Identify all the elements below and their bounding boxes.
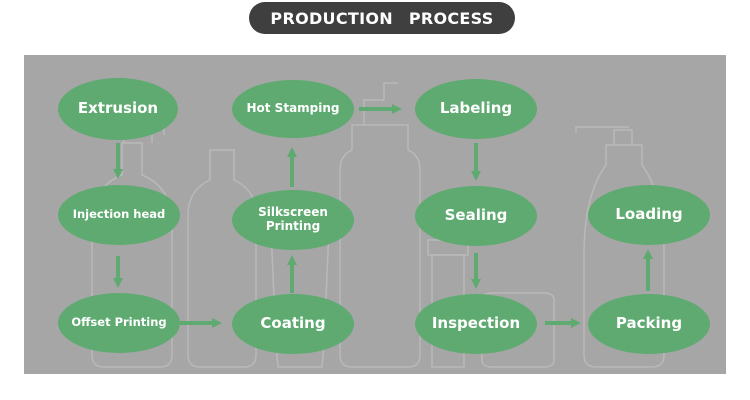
- process-panel: Extrusion Injection head Offset Printing…: [24, 55, 726, 374]
- flow-arrows: [113, 104, 653, 328]
- step-loading: Loading: [588, 185, 710, 245]
- step-inspection: Inspection: [415, 294, 537, 354]
- bottle-silhouettes-background: [91, 82, 665, 368]
- step-sealing: Sealing: [415, 186, 537, 246]
- page-title: PRODUCTION PROCESS: [249, 2, 515, 34]
- step-labeling: Labeling: [415, 79, 537, 139]
- step-extrusion: Extrusion: [58, 78, 178, 140]
- step-offset-printing: Offset Printing: [58, 293, 180, 353]
- step-coating: Coating: [232, 294, 354, 354]
- step-packing: Packing: [588, 294, 710, 354]
- step-hot-stamping: Hot Stamping: [232, 80, 354, 138]
- step-silkscreen-printing: Silkscreen Printing: [232, 190, 354, 250]
- step-injection-head: Injection head: [58, 185, 180, 245]
